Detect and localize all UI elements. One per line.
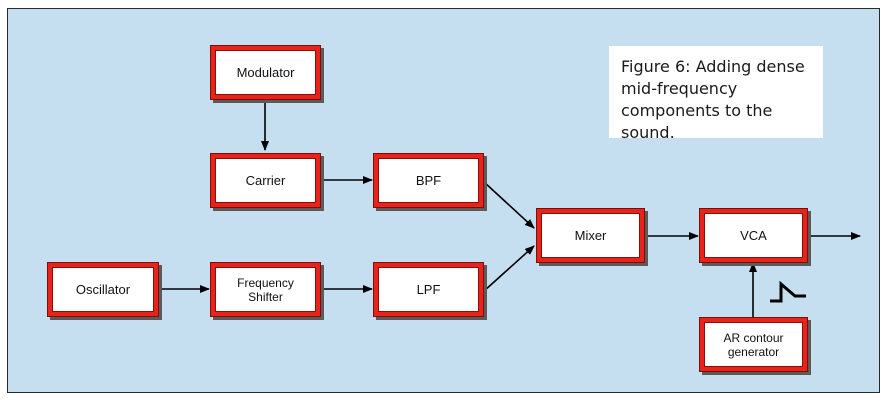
mixer-label: Mixer (574, 228, 607, 243)
lpf-label: LPF (416, 282, 441, 297)
modulator-block: Modulator (210, 45, 321, 100)
carrier-block: Carrier (210, 153, 321, 208)
caption-line-2: mid-frequency (621, 79, 738, 98)
bpf-label: BPF (415, 173, 442, 188)
vca-label: VCA (740, 228, 767, 243)
modulator-label: Modulator (236, 65, 295, 80)
wire-lpf-mixer (483, 245, 535, 292)
wire-bpf-mixer (483, 181, 535, 229)
lpf-block: LPF (373, 262, 484, 317)
vca-block: VCA (699, 208, 808, 263)
oscillator-block: Oscillator (47, 262, 159, 317)
oscillator-label: Oscillator (75, 282, 131, 297)
caption-line-3: components to the sound. (621, 101, 773, 142)
ar-contour-generator-block: AR contour generator (699, 317, 808, 372)
ar-envelope-icon (770, 280, 806, 303)
ar-contour-generator-label: AR contour generator (723, 330, 784, 359)
bpf-block: BPF (373, 153, 484, 208)
figure-caption: Figure 6: Adding dense mid-frequency com… (609, 46, 823, 142)
frequency-shifter-label: Frequency Shifter (237, 275, 294, 304)
carrier-label: Carrier (245, 173, 286, 188)
frequency-shifter-block: Frequency Shifter (210, 262, 321, 317)
mixer-block: Mixer (536, 208, 645, 263)
caption-line-1: Figure 6: Adding dense (621, 57, 805, 76)
